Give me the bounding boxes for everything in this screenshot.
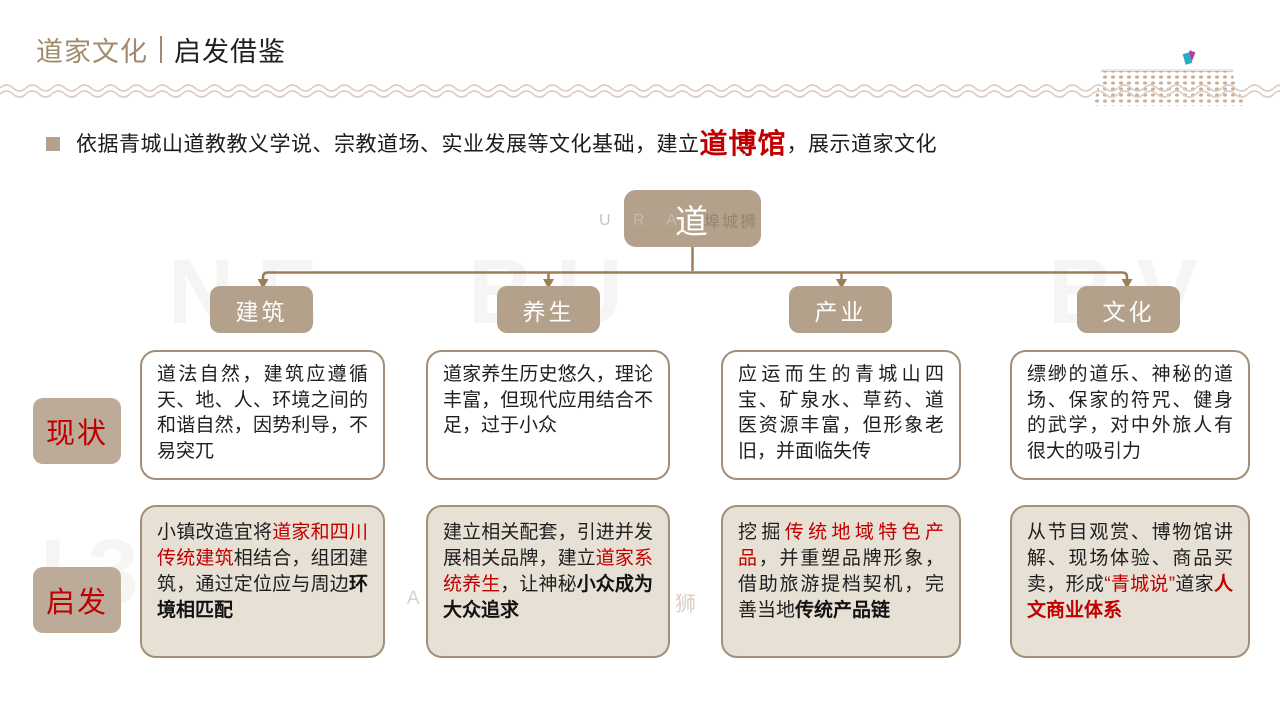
status-card-architecture: 道法自然，建筑应遵循天、地、人、环境之间的和谐自然，因势利导，不易突兀 bbox=[140, 350, 385, 480]
title-divider bbox=[160, 36, 162, 63]
roof-ridge bbox=[1100, 69, 1233, 72]
insight-row-label-text: 启发 bbox=[45, 587, 108, 619]
title-topic: 启发借鉴 bbox=[174, 37, 286, 67]
branch-node-wellness: 养生 bbox=[497, 286, 600, 333]
insight-card-architecture: 小镇改造宜将道家和四川传统建筑相结合，组团建筑，通过定位应与周边环境相匹配 bbox=[140, 505, 385, 658]
insight-card-industry: 挖掘传统地域特色产品，并重塑品牌形象，借助旅游提档契机，完善当地传统产品链 bbox=[721, 505, 961, 658]
branch-label: 建筑 bbox=[235, 298, 288, 325]
wave-divider bbox=[0, 82, 1280, 100]
intro-text: 依据青城山道教教义学说、宗教道场、实业发展等文化基础，建立道博馆，展示道家文化 bbox=[76, 128, 937, 162]
root-node-label: 道 bbox=[675, 202, 710, 240]
page-title: 道家文化 启发借鉴 bbox=[36, 30, 286, 69]
branch-node-culture: 文化 bbox=[1077, 286, 1180, 333]
status-card-culture: 缥缈的道乐、神秘的道场、保家的符咒、健身的武学，对中外旅人有很大的吸引力 bbox=[1010, 350, 1250, 480]
branch-node-architecture: 建筑 bbox=[210, 286, 313, 333]
intro-highlight: 道博馆 bbox=[699, 128, 787, 159]
bullet-square-icon bbox=[46, 137, 60, 151]
roof-figure bbox=[1182, 50, 1198, 67]
branch-label: 文化 bbox=[1102, 298, 1155, 325]
root-node-dao: 道 bbox=[624, 190, 761, 247]
branch-label: 产业 bbox=[814, 298, 867, 325]
intro-pre: 依据青城山道教教义学说、宗教道场、实业发展等文化基础，建立 bbox=[76, 133, 700, 156]
status-row-label: 现状 bbox=[33, 398, 121, 464]
insight-card-culture: 从节目观赏、博物馆讲解、现场体验、商品买卖，形成“青城说”道家人文商业体系 bbox=[1010, 505, 1250, 658]
intro-bullet-row: 依据青城山道教教义学说、宗教道场、实业发展等文化基础，建立道博馆，展示道家文化 bbox=[46, 128, 1246, 162]
insight-row-label: 启发 bbox=[33, 567, 121, 633]
status-card-industry: 应运而生的青城山四宝、矿泉水、草药、道医资源丰富，但形象老旧，并面临失传 bbox=[721, 350, 961, 480]
branch-node-industry: 产业 bbox=[789, 286, 892, 333]
intro-post: ，展示道家文化 bbox=[786, 133, 938, 156]
title-section: 道家文化 bbox=[36, 37, 148, 67]
insight-card-wellness: 建立相关配套，引进并发展相关品牌，建立道家系统养生，让神秘小众成为大众追求 bbox=[426, 505, 670, 658]
status-card-wellness: 道家养生历史悠久，理论丰富，但现代应用结合不足，过于小众 bbox=[426, 350, 670, 480]
status-row-label-text: 现状 bbox=[45, 418, 108, 450]
branch-label: 养生 bbox=[522, 298, 575, 325]
